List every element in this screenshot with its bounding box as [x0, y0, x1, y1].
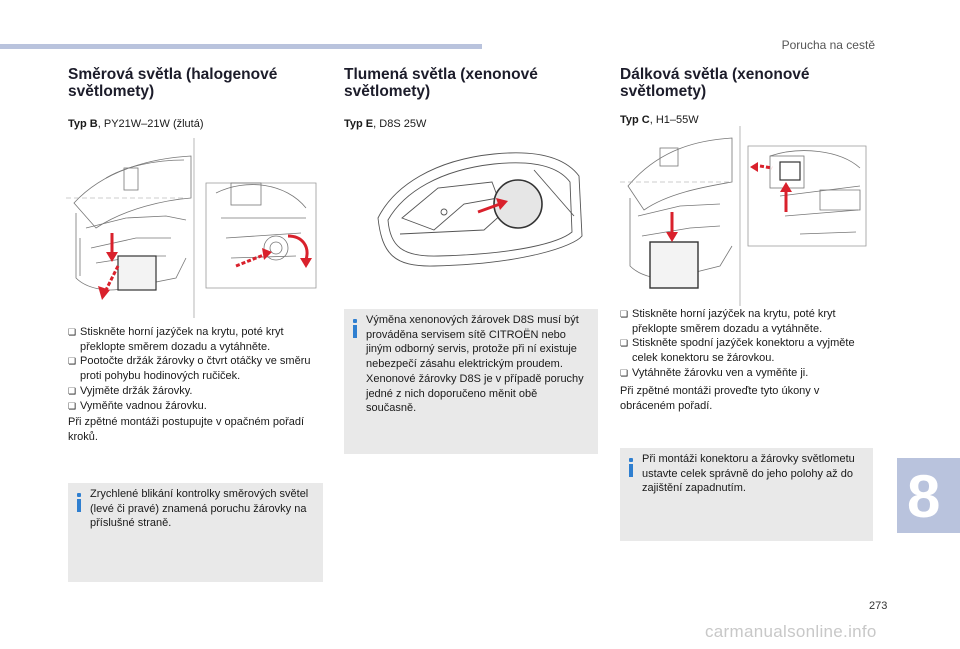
chapter-tab: 8 [897, 458, 960, 533]
steps-turn-signals: ❏Stiskněte horní jazýček na krytu, poté … [68, 325, 323, 413]
checkbox-bullet-icon: ❏ [68, 385, 77, 396]
step-item: ❏Vyměňte vadnou žárovku. [68, 399, 207, 412]
info-icon [353, 319, 357, 338]
checkbox-bullet-icon: ❏ [68, 356, 77, 367]
reassembly-note: Při zpětné montáži postupujte v opačném … [68, 416, 305, 443]
checkbox-bullet-icon: ❏ [68, 400, 77, 411]
step-item: ❏Stiskněte spodní jazýček konektoru a vy… [620, 337, 855, 365]
info-box: Výměna xenonových žárovek D8S musí být p… [344, 309, 598, 454]
step-item: ❏Vytáhněte žárovku ven a vyměňte ji. [620, 366, 809, 379]
step-item: ❏Stiskněte horní jazýček na krytu, poté … [68, 326, 284, 353]
section-heading: Tlumená světla (xenonové světlomety) [344, 66, 538, 100]
checkbox-bullet-icon: ❏ [68, 327, 77, 337]
bulb-type: Typ E, D8S 25W [344, 118, 427, 130]
watermark: carmanualsonline.info [705, 622, 877, 641]
reassembly-note: Při zpětné montáži proveďte tyto úkony v… [620, 385, 820, 412]
high-beam-illustration [620, 126, 867, 306]
top-rule [0, 44, 482, 49]
bulb-type: Typ B, PY21W–21W (žlutá) [68, 118, 204, 130]
step-item: ❏Vyjměte držák žárovky. [68, 384, 193, 397]
column-low-beam: Tlumená světla (xenonové světlomety) Typ… [344, 66, 599, 130]
step-item: ❏Pootočte držák žárovky o čtvrt otáčky v… [68, 355, 311, 383]
low-beam-illustration [377, 152, 583, 267]
info-icon [77, 493, 81, 512]
section-title: Porucha na cestě [781, 38, 875, 52]
info-icon [629, 458, 633, 477]
step-item: ❏Stiskněte horní jazýček na krytu, poté … [620, 308, 836, 335]
bulb-type: Typ C, H1–55W [620, 114, 699, 126]
checkbox-bullet-icon: ❏ [620, 367, 629, 378]
column-high-beam: Dálková světla (xenonové světlomety) Typ… [620, 66, 880, 126]
checkbox-bullet-icon: ❏ [620, 338, 629, 349]
checkbox-bullet-icon: ❏ [620, 309, 629, 319]
section-heading: Dálková světla (xenonové světlomety) [620, 66, 810, 100]
column-turn-signals: Směrová světla (halogenové světlomety) T… [68, 66, 323, 130]
info-box: Při montáži konektoru a žárovky světlome… [620, 448, 873, 541]
page-number: 273 [869, 600, 888, 612]
steps-high-beam: ❏Stiskněte horní jazýček na krytu, poté … [620, 307, 875, 381]
turn-signal-illustration [66, 138, 317, 318]
info-box: Zrychlené blikání kontrolky směrových sv… [68, 483, 323, 582]
section-heading: Směrová světla (halogenové světlomety) [68, 66, 278, 100]
